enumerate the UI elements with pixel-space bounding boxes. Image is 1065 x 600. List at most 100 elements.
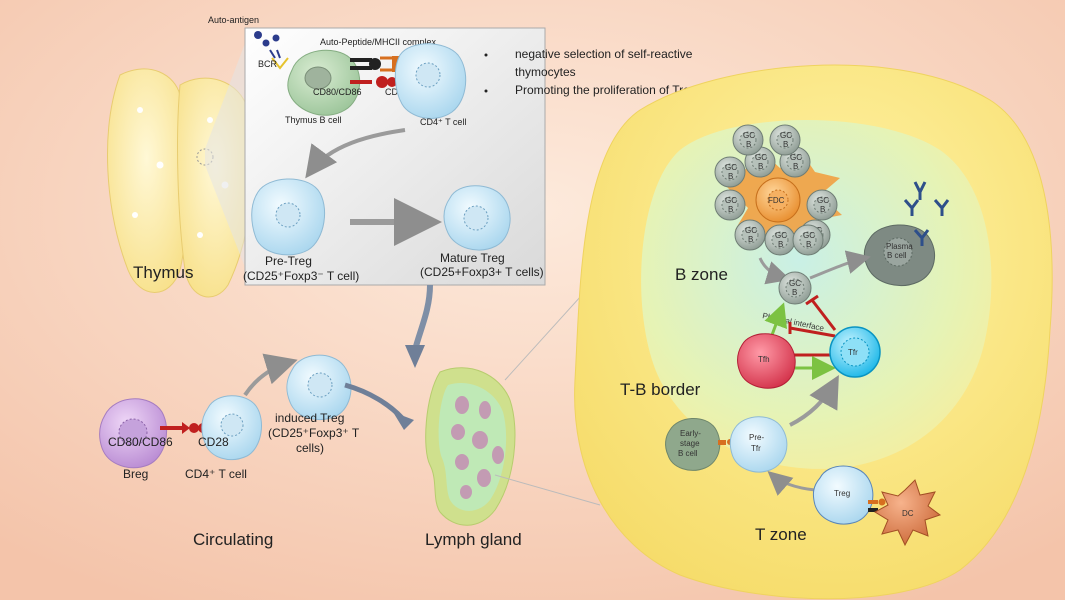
arrow-gcb-to-plasma [809, 250, 871, 280]
bcr-label: BCR [258, 59, 278, 69]
tfr-label: Tfr [848, 348, 858, 357]
gc-b-label: GC [725, 196, 737, 205]
early-label-line2: stage [680, 439, 700, 448]
lymph-gland-organ [425, 367, 516, 526]
gc-b-label: GC [755, 153, 767, 162]
gc-b-label: B [728, 205, 733, 214]
circulating-cd4-label: CD4⁺ T cell [185, 467, 247, 481]
pre-tfr-cell [729, 416, 788, 473]
plasma-b-cell [863, 224, 936, 286]
gc-b-nucleus [786, 153, 804, 171]
gc-b-label: B [806, 240, 811, 249]
mature-treg-label: Mature Treg [440, 251, 505, 265]
arrow-thymus-to-lymph [412, 284, 433, 351]
dc-label: DC [902, 509, 914, 518]
gc-b-label: GC [775, 231, 787, 240]
arrow-treg-to-pretfr [767, 471, 816, 496]
green-arrow-tfh-up [764, 302, 788, 336]
treg-cell [812, 465, 874, 525]
fdc-label: FDC [768, 196, 785, 205]
gc-b-label: GC [790, 153, 802, 162]
antibody-icons [903, 181, 950, 246]
complex-label: Auto-Peptide/MHCII complex [320, 37, 437, 47]
gc-b-label: GC [745, 226, 757, 235]
gc-b-label: GC [725, 163, 737, 172]
gc-b-nucleus [721, 196, 739, 214]
gc-b-nucleus [751, 153, 769, 171]
gc-b-label: B [748, 235, 753, 244]
plasma-label-line2: B cell [887, 251, 907, 260]
tfh-label: Tfh [758, 355, 770, 364]
tb-border-label: T-B border [620, 380, 701, 399]
pretfr-label-line1: Pre- [749, 433, 764, 442]
gc-b-nucleus [739, 131, 757, 149]
b-zone-label: B zone [675, 265, 728, 284]
circulating-cd4-t-cell [201, 395, 263, 460]
plasma-label-line1: Plasma [886, 242, 913, 251]
bullet-dot [484, 53, 488, 57]
gc-b-label: B [783, 140, 788, 149]
pre-treg-cell [251, 178, 326, 256]
gc-b-label: GC [743, 131, 755, 140]
induced-treg-cell [286, 354, 352, 420]
gc-b-nucleus [776, 131, 794, 149]
mature-treg-sub-label: (CD25+Foxp3+ T cells) [420, 265, 544, 279]
inhibition-lines [788, 294, 837, 361]
gc-b-single-line1: GC [789, 279, 801, 288]
gc-b-label: GC [817, 196, 829, 205]
lymph-gland-label: Lymph gland [425, 530, 522, 549]
zoom-line-bottom [494, 474, 601, 506]
itreg-label-line1: induced Treg [275, 411, 344, 425]
cd28-label: CD28 [385, 87, 408, 97]
thymus-b-cell [287, 49, 361, 116]
cd4-t-cell [394, 43, 467, 119]
arrow-gc-to-gcb [758, 257, 791, 285]
auto-antigen-icon [254, 31, 281, 59]
pretfr-label-line2: Tfr [751, 444, 761, 453]
gc-b-nucleus [741, 226, 759, 244]
pre-treg-label: Pre-Treg [265, 254, 312, 268]
gc-b-label: GC [803, 231, 815, 240]
tfh-cell [737, 333, 796, 389]
bullet-2: Promoting the proliferation of Treg [515, 83, 696, 97]
arrow-cd4-to-itreg [243, 353, 298, 397]
itreg-label-line2: (CD25⁺Foxp3⁺ T [268, 426, 360, 440]
t-zone-label: T zone [755, 525, 807, 544]
bcr-icon [271, 57, 289, 70]
gc-b-cell-single [778, 271, 812, 305]
circulating-label: Circulating [193, 530, 273, 549]
gc-b-label: B [778, 240, 783, 249]
breg-cd80-label: CD80/CD86 [108, 435, 173, 449]
arrow-head [405, 345, 425, 368]
treg-dc-interaction-icon [868, 498, 886, 512]
arrow-cd4-to-pretreg [305, 128, 406, 179]
thymus-label: Thymus [133, 263, 193, 282]
gc-b-nucleus [721, 163, 739, 181]
breg-cell [99, 398, 168, 469]
gc-b-label: B [746, 140, 751, 149]
gc-b-single-line2: B [792, 288, 797, 297]
auto-antigen-label: Auto-antigen [208, 15, 259, 25]
thymus-b-cell-label: Thymus B cell [285, 115, 342, 125]
bullet-1-line1: negative selection of self-reactive [515, 47, 693, 61]
bullet-dot [484, 89, 488, 93]
cd80-cd86-label: CD80/CD86 [313, 87, 362, 97]
circulating-cd28-label: CD28 [198, 435, 229, 449]
thymus-organ [107, 30, 254, 298]
gc-b-nucleus [771, 231, 789, 249]
gc-b-label: B [820, 205, 825, 214]
gc-b-label: B [758, 162, 763, 171]
itreg-label-line3: cells) [296, 441, 324, 455]
cd4-t-cell-label: CD4⁺ T cell [420, 117, 466, 127]
early-label-line1: Early- [680, 429, 701, 438]
gc-b-label: GC [780, 131, 792, 140]
gc-b-cells: GCBGCBGCBGCBGCBGCBGCBGCBGCBGCBGCB [714, 124, 838, 256]
tfr-cell [829, 326, 881, 378]
gc-b-nucleus [813, 196, 831, 214]
mature-treg-cell [443, 185, 511, 251]
treg-label: Treg [834, 489, 850, 498]
mhc-tcr-interaction-icon [350, 56, 400, 88]
breg-label: Breg [123, 467, 148, 481]
gc-b-nucleus [799, 231, 817, 249]
